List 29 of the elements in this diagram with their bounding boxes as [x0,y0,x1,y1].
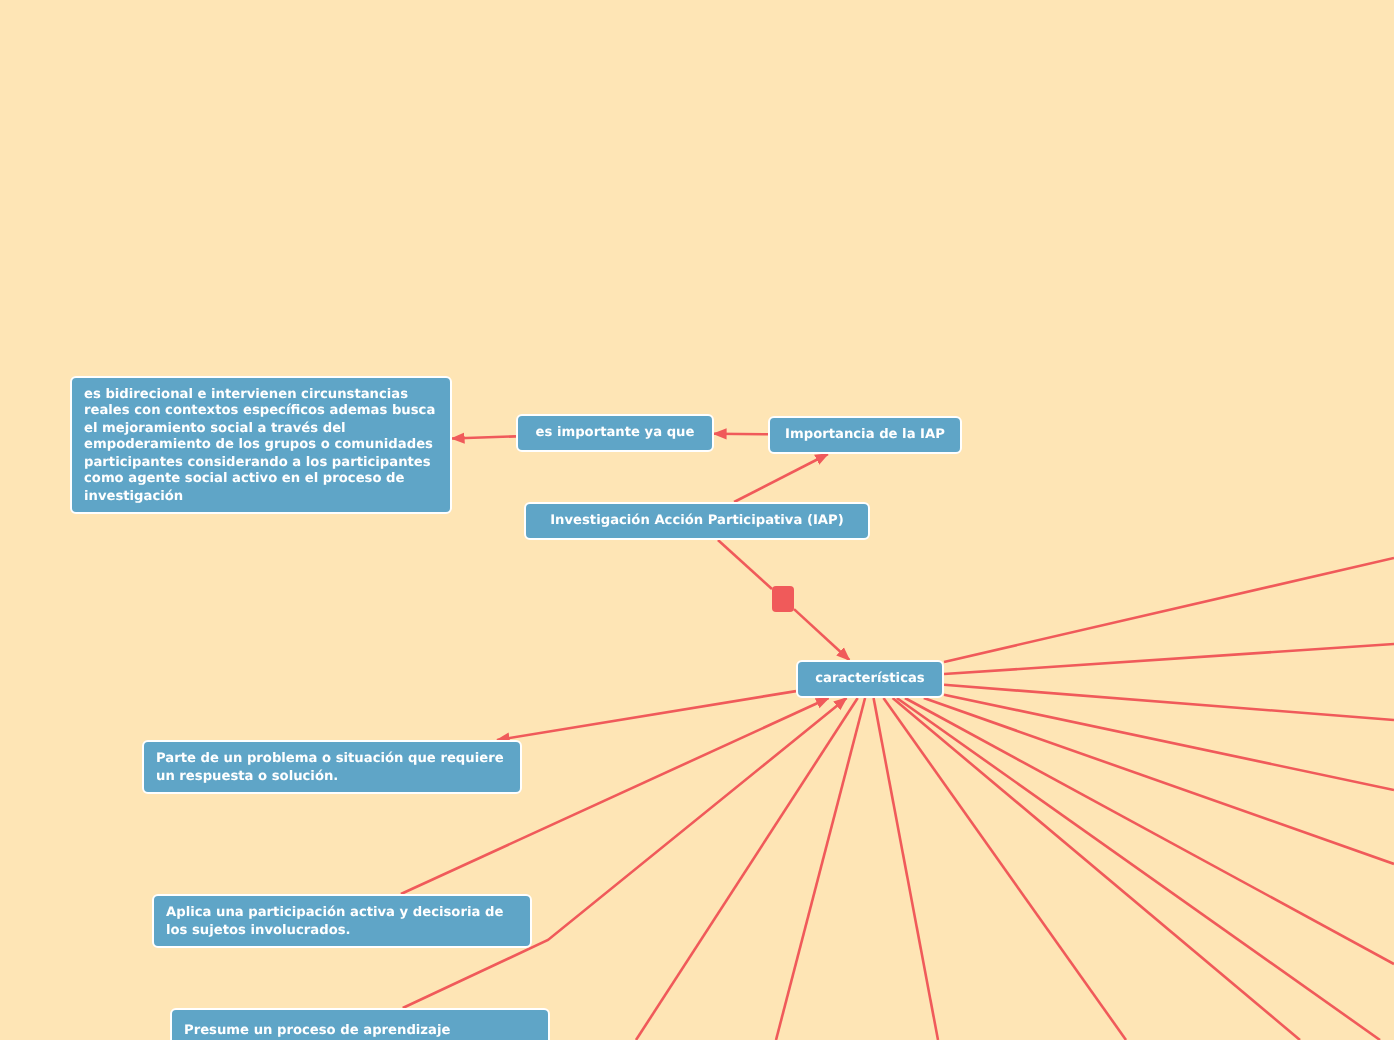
connector-line [717,539,773,590]
topic-box [796,660,944,698]
connector-line [634,697,859,1040]
topic-box [70,376,452,514]
connector-knob [772,586,794,612]
connector-line [872,697,940,1040]
topic-box [768,416,962,454]
arrow [733,452,830,504]
topic-box [152,894,532,948]
connector-line [774,697,867,1040]
connector-line [896,696,1381,1040]
topic-box [524,502,870,540]
topic-box [170,1008,550,1040]
connector-line [943,556,1394,664]
arrow [400,696,830,896]
arrow [450,432,517,444]
arrow [793,608,851,661]
arrow [402,697,848,1010]
connector-line [904,696,1394,966]
arrow [495,689,797,744]
connector-line [943,642,1394,676]
connector-line [943,693,1394,792]
connector-line [943,683,1394,722]
connector-line [891,697,1301,1040]
topic-box [516,414,714,452]
connector-line [923,696,1394,866]
connector-line [882,697,1128,1040]
topic-box [142,740,522,794]
arrow [712,428,768,440]
